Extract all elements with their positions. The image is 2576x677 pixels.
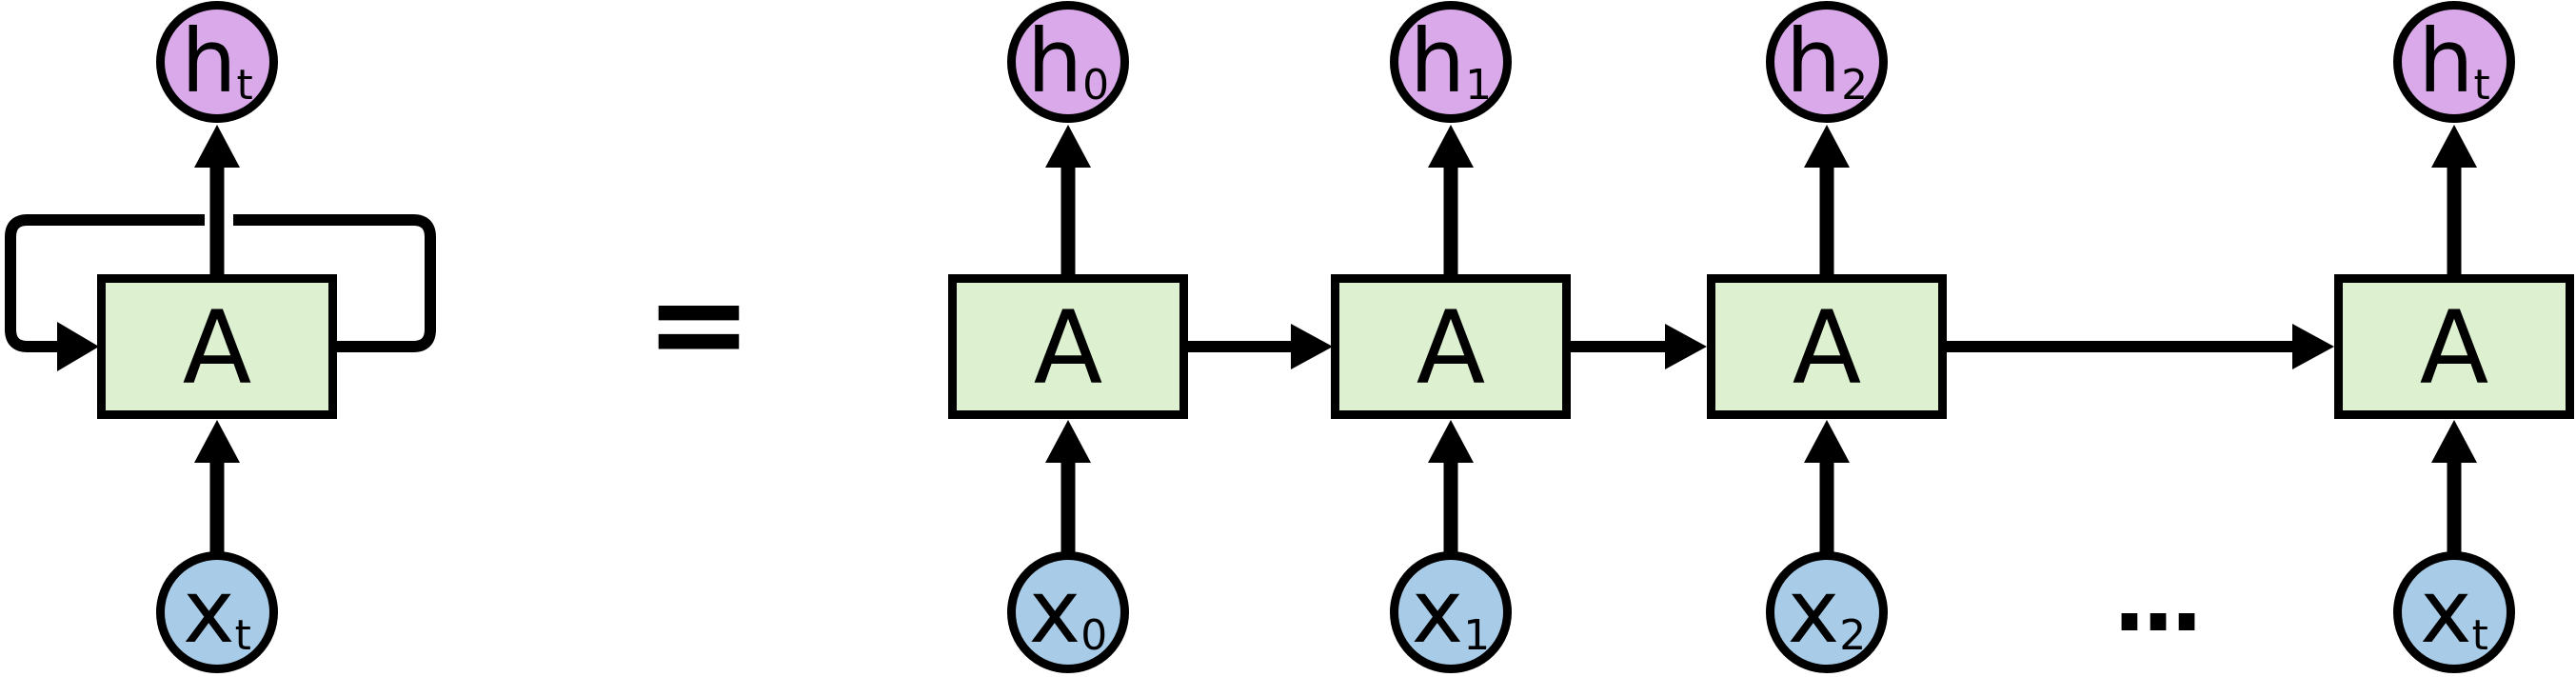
output-arrowhead (1804, 125, 1850, 168)
state-arrowhead (2292, 324, 2334, 369)
equals-sign: = (644, 249, 753, 398)
rnn-block-folded: A (97, 274, 337, 419)
input-arrowhead (1045, 420, 1091, 463)
output-arrowhead (1428, 125, 1474, 168)
rnn-block-label: A (1416, 289, 1486, 407)
input-arrowhead (2431, 420, 2477, 463)
rnn-block-label: A (1792, 289, 1862, 407)
rnn-block-1: A (1331, 274, 1571, 419)
recurrent-loop-arrow (5, 214, 205, 352)
rnn-block-label: A (2419, 289, 2489, 407)
rnn-block-2: A (1707, 274, 1947, 419)
recurrent-loop-arrowhead (57, 322, 99, 371)
continuation-ellipsis: ... (2111, 548, 2204, 652)
recurrent-loop-arrow (233, 214, 436, 352)
state-arrowhead (1291, 324, 1333, 369)
rnn-block-label: A (182, 289, 252, 407)
input-arrowhead (1428, 420, 1474, 463)
output-arrowhead (2431, 125, 2477, 168)
output-arrowhead (194, 125, 240, 168)
rnn-block-t: A (2334, 274, 2574, 419)
input-arrowhead (1804, 420, 1850, 463)
input-arrowhead (194, 420, 240, 463)
rnn-block-0: A (948, 274, 1188, 419)
output-arrowhead (1045, 125, 1091, 168)
rnn-block-label: A (1033, 289, 1103, 407)
state-arrowhead (1665, 324, 1707, 369)
